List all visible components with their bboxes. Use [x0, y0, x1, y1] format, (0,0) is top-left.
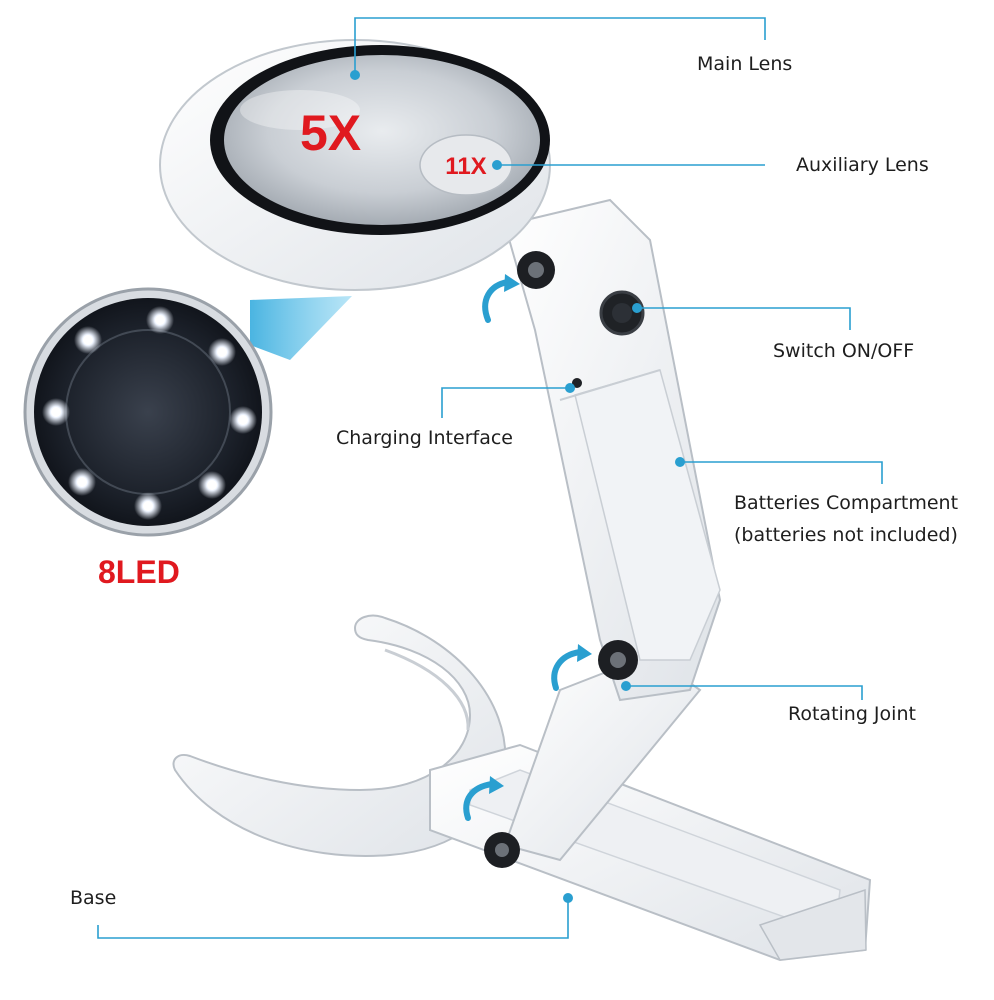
- leader-batteries: [680, 461, 883, 484]
- joint-knob-top: [517, 251, 555, 289]
- led-detail-view: [23, 287, 273, 537]
- callout-batteries-line2: (batteries not included): [734, 524, 958, 546]
- magnifier-head: [159, 39, 551, 291]
- handle-body: [503, 198, 722, 702]
- callout-batteries-line1: Batteries Compartment: [734, 492, 959, 514]
- leader-lines: [97, 17, 883, 939]
- main-magnification: 5X: [300, 105, 362, 161]
- led-zoom-beam: [250, 296, 352, 360]
- led-count-label: 8LED: [98, 554, 180, 590]
- power-button-icon: [599, 290, 645, 336]
- callout-switch: Switch ON/OFF: [773, 340, 915, 362]
- callout-auxiliary-lens: Auxiliary Lens: [796, 154, 929, 176]
- callout-charging-interface: Charging Interface: [336, 427, 513, 449]
- callout-rotating-joint: Rotating Joint: [788, 703, 916, 725]
- leader-main-lens: [354, 17, 766, 75]
- leader-base: [97, 898, 569, 939]
- callout-base: Base: [70, 887, 117, 909]
- joint-knob-middle: [598, 640, 638, 680]
- base-clip: [172, 614, 507, 857]
- joint-knob-base: [484, 832, 520, 868]
- rotate-arrow-icon: [551, 644, 592, 691]
- leader-rotating-joint: [626, 685, 863, 700]
- leader-charging: [441, 387, 570, 418]
- charging-port: [572, 378, 582, 388]
- auxiliary-magnification: 11X: [445, 153, 486, 180]
- leader-switch: [637, 307, 851, 330]
- rotate-arrow-icon: [463, 776, 504, 821]
- rotate-arrow-icon: [482, 274, 520, 323]
- callout-main-lens: Main Lens: [697, 53, 793, 75]
